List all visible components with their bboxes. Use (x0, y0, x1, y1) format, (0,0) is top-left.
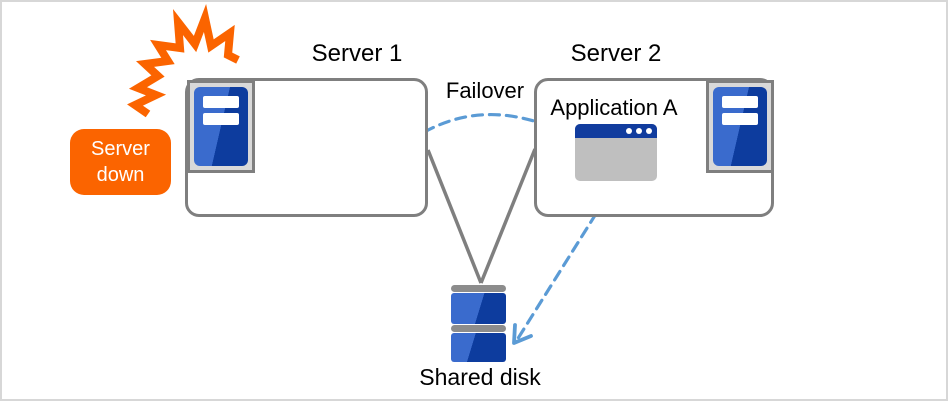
connector-server1-disk (426, 149, 483, 284)
disk-cap-icon (451, 285, 506, 292)
window-dot-icon (636, 128, 642, 134)
disk-platter-icon (451, 333, 506, 362)
server2-label: Server 2 (570, 40, 662, 67)
connector-server2-disk (479, 148, 537, 284)
server-down-badge: Server down (70, 129, 171, 195)
disk-platter-icon (451, 293, 506, 324)
disk-cap-icon (451, 325, 506, 332)
shared-disk-icon (451, 285, 506, 362)
server1-label: Server 1 (311, 40, 403, 67)
application-label: Application A (550, 95, 678, 120)
app-window-icon (575, 124, 657, 181)
disk-arrowhead-icon (512, 323, 533, 345)
server-slot-icon (722, 113, 758, 125)
server1-unit-icon (194, 87, 248, 166)
server-slot-icon (722, 96, 758, 108)
app-window-titlebar (575, 124, 657, 138)
server-slot-icon (203, 113, 239, 125)
server2-unit-icon (713, 87, 767, 166)
failover-label: Failover (445, 78, 525, 103)
server2-server-icon (706, 80, 774, 173)
server1-server-icon (187, 80, 255, 173)
window-dot-icon (626, 128, 632, 134)
server-slot-icon (203, 96, 239, 108)
shared-disk-label: Shared disk (419, 364, 541, 390)
window-dot-icon (646, 128, 652, 134)
server-down-label: Server down (91, 138, 150, 186)
